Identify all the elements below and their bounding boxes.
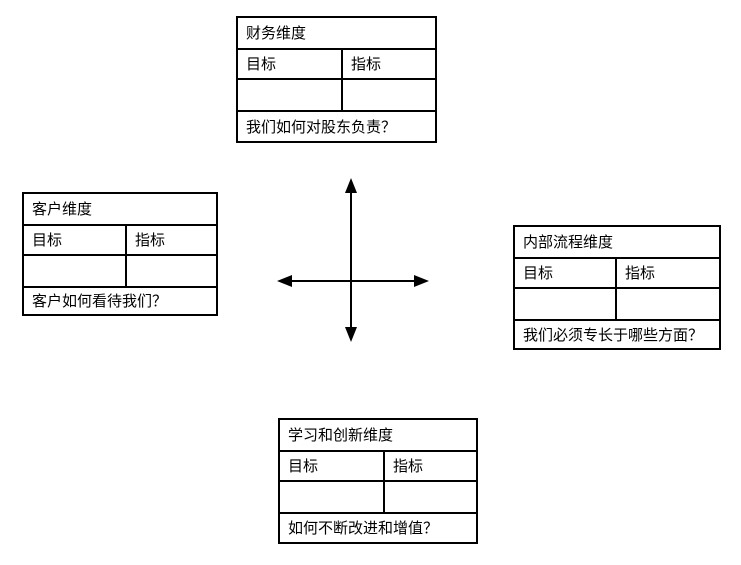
financial-header-row: 目标 指标 (238, 48, 435, 78)
learning-innovation-title: 学习和创新维度 (288, 426, 394, 444)
up-arrow-icon (345, 178, 357, 193)
internal-process-goal-header: 目标 (523, 264, 554, 282)
financial-indicator-cell (341, 80, 435, 110)
customer-title: 客户维度 (32, 200, 93, 218)
customer-indicator-cell (125, 256, 216, 286)
financial-title: 财务维度 (246, 24, 307, 42)
financial-indicator-header: 指标 (341, 50, 435, 78)
customer-perspective-box: 客户维度 目标 指标 客户如何看待我们？ (22, 192, 218, 316)
left-arrow-icon (277, 275, 292, 287)
financial-goal-header: 目标 (246, 55, 277, 73)
customer-goal-cell (24, 256, 125, 286)
internal-process-indicator-header: 指标 (615, 259, 719, 287)
financial-value-row (238, 78, 435, 110)
internal-process-indicator-cell (615, 289, 719, 319)
customer-indicator-header: 指标 (125, 226, 216, 254)
learning-innovation-header-row: 目标 指标 (280, 450, 476, 480)
internal-process-question: 我们必须专长于哪些方面？ (515, 319, 719, 348)
learning-innovation-indicator-cell (383, 482, 476, 512)
customer-goal-header: 目标 (32, 231, 63, 249)
down-arrow-icon (345, 327, 357, 342)
customer-question: 客户如何看待我们？ (24, 286, 216, 314)
internal-process-value-row (515, 287, 719, 319)
customer-header-row: 目标 指标 (24, 224, 216, 254)
financial-question: 我们如何对股东负责？ (238, 110, 435, 141)
internal-process-goal-cell (515, 289, 615, 319)
learning-innovation-goal-header: 目标 (288, 457, 319, 475)
learning-innovation-perspective-box: 学习和创新维度 目标 指标 如何不断改进和增值？ (278, 418, 478, 544)
learning-innovation-goal-cell (280, 482, 383, 512)
customer-value-row (24, 254, 216, 286)
learning-innovation-value-row (280, 480, 476, 512)
learning-innovation-question: 如何不断改进和增值？ (280, 512, 476, 542)
financial-goal-cell (238, 80, 341, 110)
internal-process-header-row: 目标 指标 (515, 257, 719, 287)
learning-innovation-indicator-header: 指标 (383, 452, 476, 480)
financial-perspective-box: 财务维度 目标 指标 我们如何对股东负责？ (236, 16, 437, 143)
right-arrow-icon (414, 275, 429, 287)
internal-process-perspective-box: 内部流程维度 目标 指标 我们必须专长于哪些方面？ (513, 225, 721, 350)
internal-process-title: 内部流程维度 (523, 233, 614, 251)
